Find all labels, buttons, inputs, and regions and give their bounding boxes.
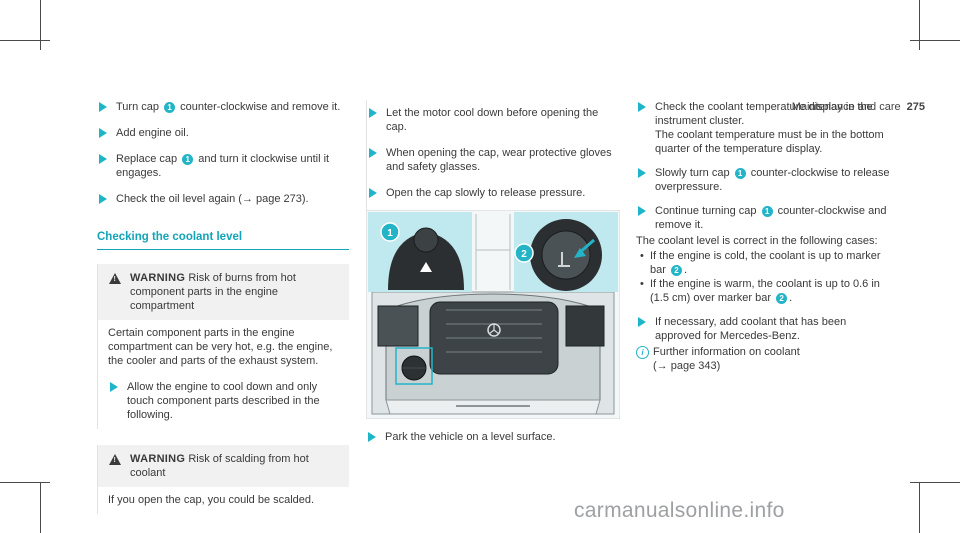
warning-icon bbox=[109, 273, 121, 284]
arrow-icon bbox=[369, 188, 377, 198]
callout-1-icon: 1 bbox=[164, 102, 176, 113]
info-note: i Further information on coolant (→ page… bbox=[636, 345, 892, 373]
arrow-icon bbox=[99, 128, 107, 138]
callout-2-icon: 2 bbox=[776, 293, 788, 304]
column-3: Check the coolant temperature display in… bbox=[636, 100, 892, 373]
bullet-engine-cold: If the engine is cold, the coolant is up… bbox=[636, 249, 892, 277]
arrow-icon bbox=[638, 317, 646, 327]
arrow-icon bbox=[99, 194, 107, 204]
callout-2-icon: 2 bbox=[670, 265, 682, 276]
step-release-pressure: Slowly turn cap 1 counter-clockwise to r… bbox=[636, 166, 892, 194]
arrow-icon bbox=[99, 102, 107, 112]
warning-label: WARNING bbox=[130, 272, 186, 284]
warning-box-burns: WARNING Risk of burns from hot component… bbox=[97, 264, 349, 429]
crop-mark bbox=[0, 40, 50, 41]
section-title: Checking the coolant level bbox=[97, 230, 349, 250]
step-cool-down: Let the motor cool down before opening t… bbox=[367, 106, 612, 134]
page-reference-link[interactable]: Check the oil level again (→ page 273). bbox=[116, 193, 309, 205]
arrow-icon bbox=[369, 108, 377, 118]
arrow-icon bbox=[638, 206, 646, 216]
step-open-slowly: Open the cap slowly to release pressure. bbox=[367, 186, 612, 200]
callout-1-icon: 1 bbox=[734, 168, 746, 179]
arrow-icon bbox=[638, 102, 646, 112]
step-add-coolant: If necessary, add coolant that has been … bbox=[636, 315, 892, 343]
column-2: Let the motor cool down before opening t… bbox=[366, 100, 620, 210]
crop-mark bbox=[919, 482, 920, 533]
step-remove-coolant-cap: Continue turning cap 1 counter-clockwise… bbox=[636, 204, 892, 232]
warning-text: Certain component parts in the engine co… bbox=[108, 327, 333, 367]
column-2-bottom: Park the vehicle on a level surface. bbox=[366, 430, 620, 456]
crop-mark bbox=[910, 482, 960, 483]
engine-illustration bbox=[371, 291, 615, 415]
precaution-box: Let the motor cool down before opening t… bbox=[366, 100, 620, 210]
column-1: Turn cap 1 counter-clockwise and remove … bbox=[97, 100, 349, 514]
page-reference-link[interactable]: (→ page 343) bbox=[653, 360, 721, 372]
arrow-icon bbox=[369, 148, 377, 158]
watermark: carmanualsonline.info bbox=[574, 499, 785, 522]
coolant-cap-inset: 1 bbox=[368, 212, 472, 292]
bullet-engine-warm: If the engine is warm, the coolant is up… bbox=[636, 277, 892, 305]
crop-mark bbox=[910, 40, 960, 41]
warning-label: WARNING bbox=[130, 453, 186, 465]
page-header: Maintenance and care 275 bbox=[792, 101, 925, 113]
crop-mark bbox=[919, 0, 920, 50]
info-icon: i bbox=[636, 346, 649, 359]
crop-mark bbox=[0, 482, 50, 483]
marker-bar-inset: 2 bbox=[514, 212, 618, 292]
step-replace-cap: Replace cap 1 and turn it clockwise unti… bbox=[97, 152, 349, 180]
warning-step: Allow the engine to cool down and only t… bbox=[108, 380, 341, 422]
arrow-icon bbox=[638, 168, 646, 178]
figure-callout-1: 1 bbox=[387, 228, 393, 239]
arrow-icon bbox=[368, 432, 376, 442]
step-add-oil: Add engine oil. bbox=[97, 126, 349, 140]
warning-icon bbox=[109, 454, 121, 465]
step-park-vehicle: Park the vehicle on a level surface. bbox=[366, 430, 620, 444]
step-wear-protection: When opening the cap, wear protective gl… bbox=[367, 146, 612, 174]
engine-compartment-figure: 1 2 bbox=[366, 210, 620, 419]
page-number: 275 bbox=[906, 101, 925, 113]
warning-text: If you open the cap, you could be scalde… bbox=[98, 485, 349, 514]
figure-callout-2: 2 bbox=[521, 249, 527, 260]
coolant-level-intro: The coolant level is correct in the foll… bbox=[636, 235, 878, 247]
arrow-icon bbox=[99, 154, 107, 164]
arrow-icon bbox=[110, 382, 118, 392]
warning-box-scalding: WARNING Risk of scalding from hot coolan… bbox=[97, 445, 349, 514]
step-check-oil: Check the oil level again (→ page 273). bbox=[97, 192, 349, 206]
crop-mark bbox=[40, 482, 41, 533]
step-check-temperature: Check the coolant temperature display in… bbox=[636, 100, 892, 156]
callout-1-icon: 1 bbox=[182, 154, 194, 165]
step-remove-cap: Turn cap 1 counter-clockwise and remove … bbox=[97, 100, 349, 114]
callout-1-icon: 1 bbox=[761, 206, 773, 217]
section-name: Maintenance and care bbox=[791, 101, 901, 113]
crop-mark bbox=[40, 0, 41, 50]
